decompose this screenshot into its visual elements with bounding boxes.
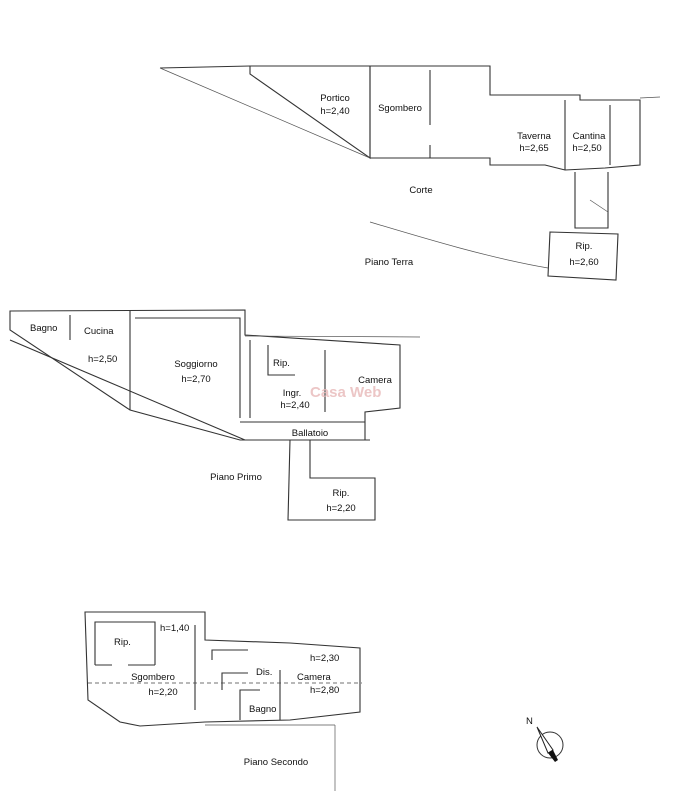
room-height: h=2,20	[326, 503, 355, 514]
secondo-outline	[84, 611, 361, 727]
room-label: Corte	[409, 185, 432, 196]
room-height: h=2,65	[519, 143, 548, 154]
compass-north-label: N	[526, 716, 533, 727]
room-label: Sgombero	[131, 672, 175, 683]
corte-boundary	[159, 67, 371, 159]
floor-title: Piano Secondo	[244, 757, 308, 768]
piano-primo: Bagno Cucina h=2,50 Soggiorno h=2,70 Rip…	[9, 309, 421, 521]
primo-outline	[9, 309, 401, 441]
floor-title: Piano Primo	[210, 472, 262, 483]
north-arrow-icon	[536, 726, 554, 754]
piano-secondo: h=1,40 Rip. Sgombero h=2,20 Dis. Camera …	[84, 611, 362, 791]
room-label: Dis.	[256, 667, 272, 678]
piano-terra: Portico h=2,40 Sgombero Taverna h=2,65 C…	[159, 65, 661, 281]
wall	[9, 339, 246, 441]
watermark-logo: Casa Web	[310, 384, 381, 401]
room-height: h=2,50	[572, 143, 601, 154]
rip-lower-outline	[287, 439, 376, 521]
compass-circle	[536, 731, 564, 759]
room-label: Bagno	[30, 323, 57, 334]
room-label: Taverna	[517, 131, 552, 142]
dis-wall	[211, 649, 248, 660]
room-height: h=2,40	[280, 400, 309, 411]
room-label: Camera	[297, 672, 332, 683]
room-height: h=2,60	[569, 257, 598, 268]
compass: N	[526, 716, 564, 762]
portico-outline	[249, 65, 371, 160]
room-label: Rip.	[273, 358, 290, 369]
main-building-outline	[369, 65, 641, 171]
rip-wall	[94, 621, 156, 665]
room-label: Rip.	[114, 637, 131, 648]
corte-boundary-curve	[369, 221, 549, 269]
room-label: Rip.	[576, 241, 593, 252]
room-label: Ingr.	[283, 388, 302, 399]
room-label: Portico	[320, 93, 350, 104]
room-label: Camera	[358, 375, 393, 386]
room-height: h=2,20	[148, 687, 177, 698]
room-label: Sgombero	[378, 103, 422, 114]
room-label: Ballatoio	[292, 428, 328, 439]
room-label: Bagno	[249, 704, 276, 715]
room-height: h=1,40	[160, 623, 189, 634]
room-label: Rip.	[333, 488, 350, 499]
boundary	[639, 96, 661, 99]
stair	[589, 199, 609, 213]
room-label: Cucina	[84, 326, 114, 337]
room-label: Cantina	[573, 131, 606, 142]
rip-wall	[267, 345, 295, 376]
rip-outline	[547, 231, 619, 281]
bagno-wall	[239, 689, 260, 720]
soggiorno-wall	[135, 317, 241, 418]
room-height: h=2,40	[320, 106, 349, 117]
floor-title: Piano Terra	[365, 257, 414, 268]
boundary	[244, 335, 421, 338]
dis-wall	[221, 672, 248, 690]
room-label: Soggiorno	[174, 359, 217, 370]
room-height: h=2,80	[310, 685, 339, 696]
compass-needle-icon	[548, 750, 558, 762]
passage-outline	[574, 172, 609, 229]
room-height: h=2,70	[181, 374, 210, 385]
room-height: h=2,30	[310, 653, 339, 664]
room-height: h=2,50	[88, 354, 117, 365]
